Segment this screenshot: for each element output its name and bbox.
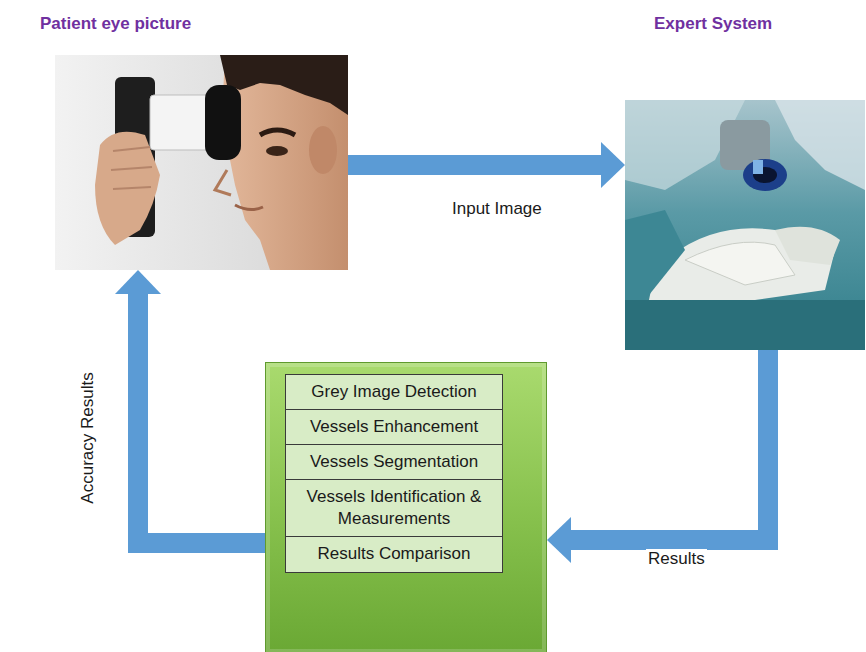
photo-node: Expert System [625, 8, 865, 350]
photo-node: Patient eye picture [40, 8, 348, 270]
step-text: Vessels Segmentation [310, 452, 478, 471]
illustration-part [775, 100, 865, 190]
process-step-box: Results Comparison [285, 536, 503, 572]
arrow-label: Results [646, 549, 707, 569]
step-text: Grey Image Detection [311, 382, 476, 401]
process-panel: Grey Image DetectionVessels EnhancementV… [265, 362, 547, 652]
arrow-head [547, 517, 571, 563]
arrow-head [115, 270, 161, 294]
patient-photo [55, 55, 348, 270]
illustration-part [95, 132, 160, 245]
illustration-part [260, 130, 295, 135]
illustration-part [215, 170, 231, 195]
process-step-box: Grey Image Detection [285, 374, 503, 410]
illustration-part [235, 205, 263, 210]
node-heading: Patient eye picture [40, 14, 191, 34]
flow-arrow [348, 142, 625, 188]
node-heading: Expert System [654, 14, 772, 34]
arrow-label: Accuracy Results [78, 370, 98, 505]
illustration-part [753, 160, 763, 174]
illustration-part [111, 147, 152, 189]
process-step-box: Vessels Identification & Measurements [285, 479, 503, 537]
step-text: Vessels Enhancement [310, 417, 478, 436]
flow-arrow [115, 270, 265, 543]
illustration-part [309, 126, 337, 174]
step-text: Vessels Identification & Measurements [307, 487, 482, 528]
flow-arrow [547, 350, 768, 563]
illustration-part [625, 300, 865, 350]
arrow-shaft [570, 350, 768, 540]
illustration-part [625, 210, 685, 300]
process-step-box: Vessels Enhancement [285, 409, 503, 445]
arrow-shaft [138, 293, 265, 543]
illustration-part [685, 242, 795, 285]
illustration-part [775, 227, 840, 265]
illustration-part [266, 146, 288, 156]
arrow-shaft [348, 155, 602, 175]
illustration-part [625, 100, 865, 350]
illustration-part [205, 85, 241, 160]
arrow-head [601, 142, 625, 188]
step-text: Results Comparison [317, 544, 470, 563]
illustration-part [743, 159, 787, 191]
process-step-box: Vessels Segmentation [285, 444, 503, 480]
arrow-label: Input Image [450, 199, 544, 219]
surgery-photo [625, 100, 865, 350]
illustration-part [55, 55, 348, 270]
